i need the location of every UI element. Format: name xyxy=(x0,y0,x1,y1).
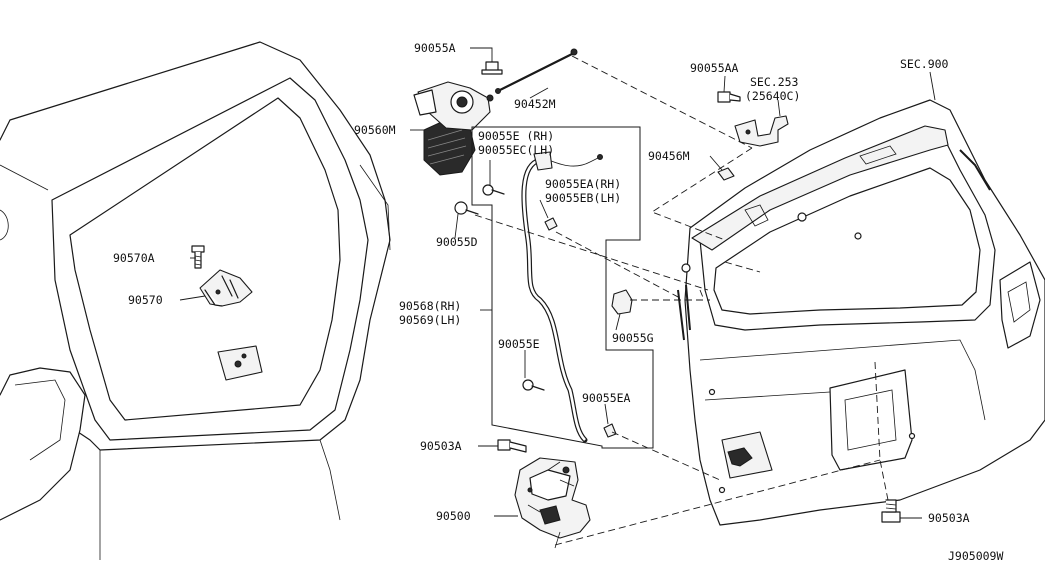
label-90570A: 90570A xyxy=(113,251,155,265)
bolt-90055A xyxy=(481,61,503,75)
label-90500: 90500 xyxy=(436,509,471,523)
label-90055AA: 90055AA xyxy=(690,61,739,75)
label-90570: 90570 xyxy=(128,293,163,307)
label-90055EA-rh: 90055EA(RH) xyxy=(545,177,621,191)
bolt-90503A-right xyxy=(881,499,901,523)
latch-bracket-90570 xyxy=(199,269,253,307)
label-90560M: 90560M xyxy=(354,123,396,137)
bolt-90570A xyxy=(191,245,205,269)
label-90456M: 90456M xyxy=(648,149,690,163)
back-door-panel xyxy=(677,99,1045,526)
closure-motor-90560M xyxy=(413,81,494,176)
bolt-90055AA xyxy=(717,91,741,103)
leader-lines xyxy=(179,47,936,519)
clip-90055EA-lower xyxy=(603,423,617,438)
cable-rod-90452M xyxy=(495,48,578,94)
bracket-sec253 xyxy=(734,115,789,147)
screw-90055D xyxy=(454,201,479,215)
label-25640C: (25640C) xyxy=(745,89,800,103)
reference-lines xyxy=(474,55,889,546)
clip-90456M xyxy=(717,167,735,181)
lock-assembly-90500 xyxy=(514,457,591,549)
callout-labels: 90055A 90452M 90560M 90055E (RH) 90055EC… xyxy=(113,41,1003,563)
label-90055G: 90055G xyxy=(612,331,654,345)
label-90055EC-lh: 90055EC(LH) xyxy=(478,143,554,157)
label-90055A: 90055A xyxy=(414,41,456,55)
label-90055EB-lh: 90055EB(LH) xyxy=(545,191,621,205)
screw-90055E-lower xyxy=(522,379,545,391)
label-90055E-rh: 90055E (RH) xyxy=(478,129,554,143)
clip-90055EA-EB xyxy=(544,217,558,231)
vehicle-rear-body xyxy=(0,41,391,560)
label-90569-lh: 90569(LH) xyxy=(399,313,461,327)
screw-90055E-upper xyxy=(482,184,505,196)
label-sec900: SEC.900 xyxy=(900,57,949,71)
clip-90055G xyxy=(611,289,633,315)
label-90568-rh: 90568(RH) xyxy=(399,299,461,313)
label-90055E: 90055E xyxy=(498,337,540,351)
label-90503A-right: 90503A xyxy=(928,511,970,525)
label-90055EA: 90055EA xyxy=(582,391,631,405)
label-90055D: 90055D xyxy=(436,235,478,249)
harness-90568-90569 xyxy=(521,151,603,443)
bolt-90503A-left xyxy=(497,439,527,453)
harness-group-frame xyxy=(471,126,654,449)
label-sec253: SEC.253 xyxy=(750,75,799,89)
label-90503A-left: 90503A xyxy=(420,439,462,453)
label-90452M: 90452M xyxy=(514,97,556,111)
diagram-id: J905009W xyxy=(948,549,1003,563)
